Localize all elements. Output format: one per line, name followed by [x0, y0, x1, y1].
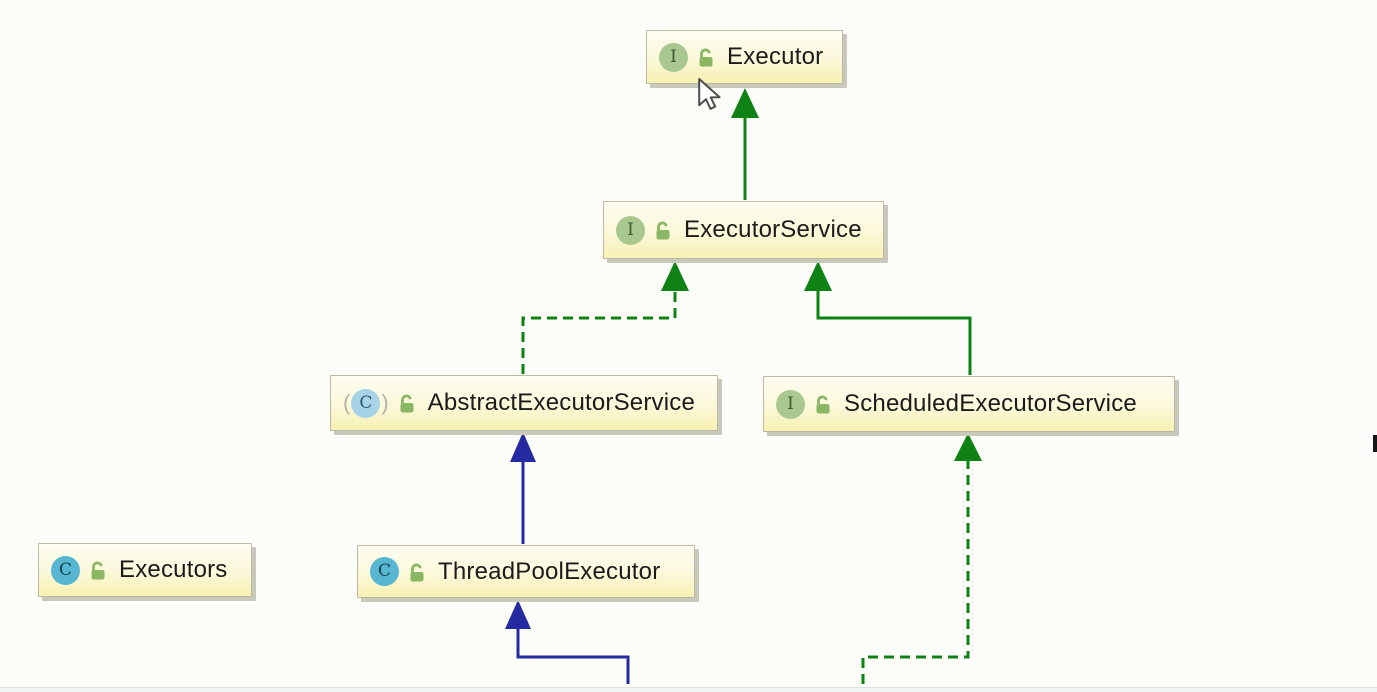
class-name-label: ExecutorService	[684, 216, 862, 243]
arrowhead-threadpoolexecutor-extends-abstractexecutorservice	[510, 432, 536, 462]
arrowhead-scheduledexecutorservice-extends-executorservice	[804, 261, 832, 291]
unlocked-icon	[398, 393, 416, 413]
interface-icon: I	[616, 215, 645, 245]
arrowhead-abstractexecutorservice-implements-executorservice	[661, 261, 689, 291]
unlocked-icon	[654, 220, 672, 240]
class-node-threadpoolexecutor[interactable]: C ThreadPoolExecutor	[357, 545, 695, 598]
class-node-scheduledexecutorservice[interactable]: I ScheduledExecutorService	[763, 376, 1175, 432]
class-node-executors[interactable]: C Executors	[38, 543, 252, 597]
arrowhead-offscreen-implements-scheduledexecutorservice	[954, 433, 982, 461]
edge-scheduledexecutorservice-extends-executorservice	[816, 291, 972, 375]
interface-icon: I	[659, 42, 688, 72]
arrowhead-executorservice-extends-executor	[731, 88, 759, 118]
arrowhead-offscreen-extends-threadpoolexecutor	[505, 600, 531, 629]
class-icon: C	[51, 555, 80, 585]
class-node-executorservice[interactable]: I ExecutorService	[603, 201, 884, 259]
mouse-cursor-icon	[698, 78, 722, 115]
bottom-edge-strip	[0, 687, 1377, 692]
unlocked-icon	[89, 560, 107, 580]
unlocked-icon	[408, 562, 426, 582]
class-name-label: AbstractExecutorService	[427, 389, 696, 416]
class-name-label: ThreadPoolExecutor	[438, 557, 661, 585]
class-node-abstractexecutorservice[interactable]: C AbstractExecutorService	[330, 375, 718, 431]
class-name-label: Executor	[727, 43, 824, 70]
edge-offscreen-extends-threadpoolexecutor	[516, 629, 630, 684]
class-icon: C	[370, 557, 399, 586]
edge-abstractexecutorservice-implements-executorservice	[521, 291, 677, 374]
edge-offscreen-implements-scheduledexecutorservice	[861, 461, 970, 684]
class-node-executor[interactable]: I Executor	[646, 30, 843, 84]
class-name-label: ScheduledExecutorService	[844, 390, 1137, 417]
clipped-element-right-edge	[1373, 435, 1377, 452]
abstract-class-icon: C	[343, 388, 389, 418]
unlocked-icon	[697, 47, 715, 67]
interface-icon: I	[776, 389, 805, 419]
class-name-label: Executors	[119, 556, 228, 583]
unlocked-icon	[814, 394, 832, 414]
